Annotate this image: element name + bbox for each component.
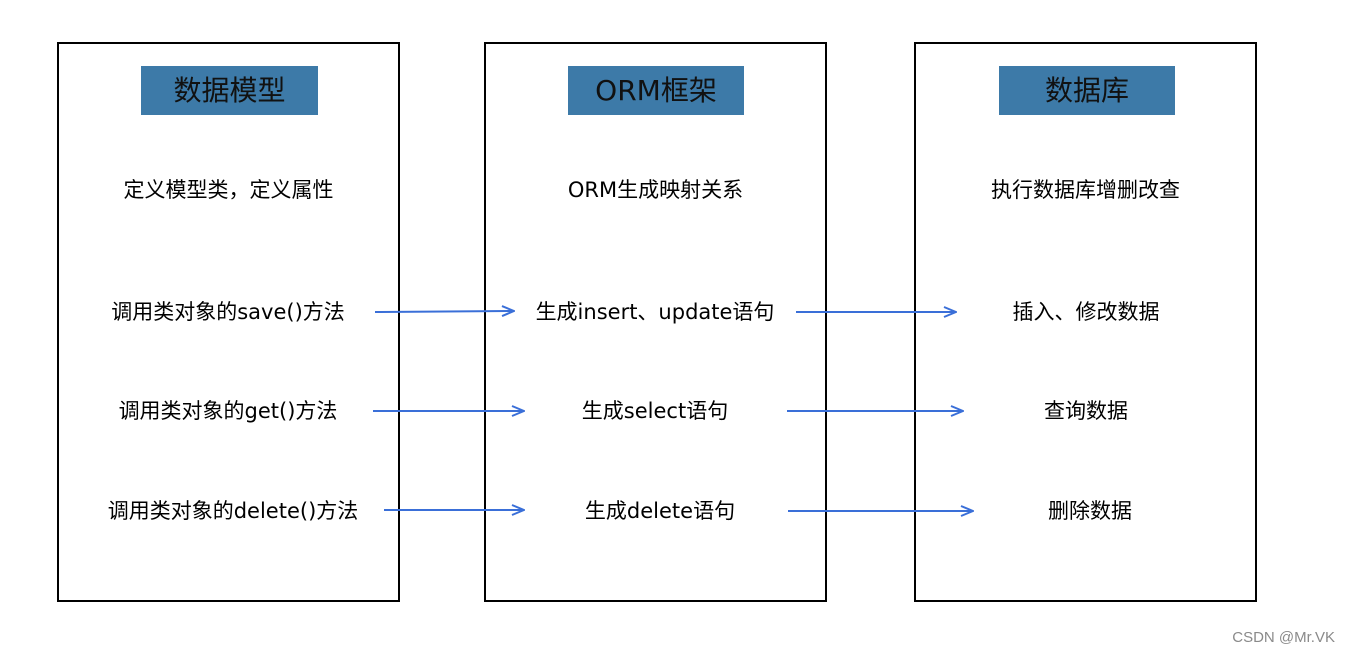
data-model-column: 数据模型 定义模型类，定义属性 bbox=[57, 42, 400, 602]
db-insert-update-label: 插入、修改数据 bbox=[1012, 300, 1160, 324]
database-header: 数据库 bbox=[999, 66, 1175, 115]
model-delete-label: 调用类对象的delete()方法 bbox=[107, 499, 359, 523]
orm-delete-label: 生成delete语句 bbox=[584, 499, 736, 523]
orm-insert-update-label: 生成insert、update语句 bbox=[535, 300, 775, 324]
orm-select-label: 生成select语句 bbox=[581, 399, 729, 423]
orm-framework-header: ORM框架 bbox=[568, 66, 744, 115]
orm-framework-description: ORM生成映射关系 bbox=[567, 178, 744, 202]
watermark: CSDN @Mr.VK bbox=[1232, 629, 1335, 646]
database-description: 执行数据库增删改查 bbox=[991, 178, 1180, 202]
model-save-label: 调用类对象的save()方法 bbox=[111, 300, 345, 324]
db-query-label: 查询数据 bbox=[1044, 399, 1128, 423]
model-get-label: 调用类对象的get()方法 bbox=[118, 399, 338, 423]
db-delete-label: 删除数据 bbox=[1048, 499, 1132, 523]
data-model-description: 定义模型类，定义属性 bbox=[123, 178, 334, 202]
data-model-header: 数据模型 bbox=[141, 66, 318, 115]
orm-framework-column: ORM框架 ORM生成映射关系 bbox=[484, 42, 827, 602]
